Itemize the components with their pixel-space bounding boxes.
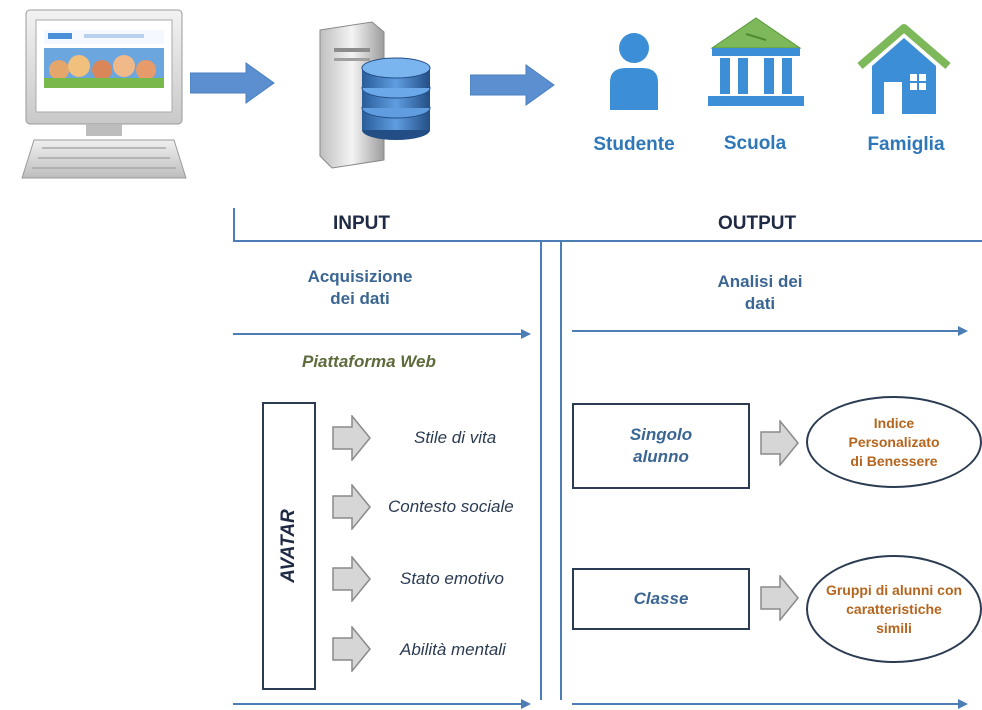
stakeholder-label-famiglia: Famiglia — [867, 134, 945, 155]
input-description-line1: Acquisizione — [307, 267, 413, 286]
computer-icon — [21, 9, 187, 179]
avatar-box — [262, 402, 316, 690]
input-bottom-arrow — [233, 699, 531, 709]
student-icon — [610, 33, 658, 110]
input-title: INPUT — [333, 213, 390, 234]
gruppi-line3: simili — [876, 619, 912, 636]
gruppi-alunni-ellipse: Gruppi di alunni con caratteristiche sim… — [806, 555, 982, 663]
server-database-icon — [319, 21, 431, 169]
input-flow-arrow — [233, 329, 531, 339]
block-arrow-icon — [332, 626, 371, 672]
arrow-right-icon — [470, 64, 555, 106]
input-item-stile-di-vita: Stile di vita — [414, 428, 497, 447]
block-arrow-icon — [332, 556, 371, 602]
output-bottom-arrow — [572, 699, 968, 709]
input-item-stato-emotivo: Stato emotivo — [400, 569, 504, 588]
singolo-alunno-line1: Singolo — [629, 425, 693, 444]
classe-label: Classe — [633, 589, 689, 608]
block-arrow-icon — [760, 575, 799, 621]
platform-label: Piattaforma Web — [302, 352, 436, 371]
output-flow-arrow — [572, 326, 968, 336]
input-description-line2: dei dati — [330, 289, 390, 308]
block-arrow-icon — [760, 420, 799, 466]
output-description-line1: Analisi dei — [717, 272, 803, 291]
gruppi-line2: caratteristiche — [846, 600, 942, 617]
avatar-label: AVATAR — [278, 509, 299, 583]
input-left-bracket — [233, 208, 235, 242]
classe-box: Classe — [572, 568, 750, 630]
indice-line3: di Benessere — [850, 452, 938, 469]
singolo-alunno-box: Singolo alunno — [572, 403, 750, 489]
header-divider-line — [233, 240, 982, 242]
stakeholder-label-scuola: Scuola — [723, 133, 787, 154]
input-item-contesto-sociale: Contesto sociale — [388, 497, 514, 516]
arrow-right-icon — [190, 62, 275, 104]
stakeholder-label-studente: Studente — [593, 134, 675, 155]
singolo-alunno-line2: alunno — [633, 447, 689, 466]
block-arrow-icon — [332, 415, 371, 461]
indice-benessere-ellipse: Indice Personalizato di Benessere — [806, 396, 982, 488]
indice-line2: Personalizato — [848, 433, 940, 450]
output-title: OUTPUT — [718, 213, 797, 234]
output-description: Analisi dei dati — [680, 271, 840, 315]
input-item-abilita-mentali: Abilità mentali — [400, 640, 506, 659]
block-arrow-icon — [332, 484, 371, 530]
output-description-line2: dati — [744, 294, 776, 313]
gruppi-line1: Gruppi di alunni con — [825, 581, 963, 598]
school-icon — [708, 17, 804, 106]
house-icon — [857, 24, 951, 114]
column-divider-right — [560, 242, 562, 700]
indice-line1: Indice — [873, 414, 915, 431]
column-divider-left — [540, 242, 542, 700]
input-description: Acquisizione dei dati — [280, 266, 440, 310]
